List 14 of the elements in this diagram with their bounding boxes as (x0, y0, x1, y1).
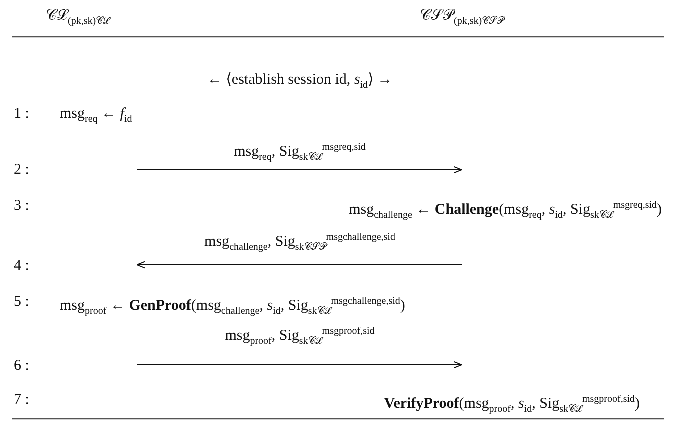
step-formula: VerifyProof(msg$_{proof}$, s$_{id}$, Sig$_{sk𝒞ℒ}$$^{msgproof,sid}$) (384, 393, 640, 417)
step-number: 7 : (14, 391, 30, 410)
step-number: 3 : (14, 197, 30, 216)
step-formula: msg$_{proof}$ ← GenProof(msg$_{challenge}$, s$_{id}$, Sig$_{sk𝒞ℒ}$$^{msgchallenge,sid}$) (60, 295, 406, 319)
step-formula: msg$_{challenge}$ ← Challenge(msg$_{req}$, s$_{id}$, Sig$_{sk𝒞ℒ}$$^{msgreq,sid}$) (349, 199, 662, 223)
step-formula: msg$_{req}$ ← f$_{id}$ (60, 105, 132, 127)
step-number: 6 : (14, 357, 30, 376)
step-number: 2 : (14, 161, 30, 180)
step-number: 4 : (14, 257, 30, 276)
session-note: ← ⟨establish session id, s$_{id}$⟩ → (207, 71, 393, 93)
step-number: 1 : (14, 105, 30, 124)
step-number: 5 : (14, 293, 30, 312)
party-header: 𝒞ℒ$_{(pk,sk)𝒞ℒ}$ (46, 6, 110, 32)
party-header: 𝒞𝒮𝒫$_{(pk,sk)𝒞𝒮𝒫}$ (420, 6, 504, 32)
